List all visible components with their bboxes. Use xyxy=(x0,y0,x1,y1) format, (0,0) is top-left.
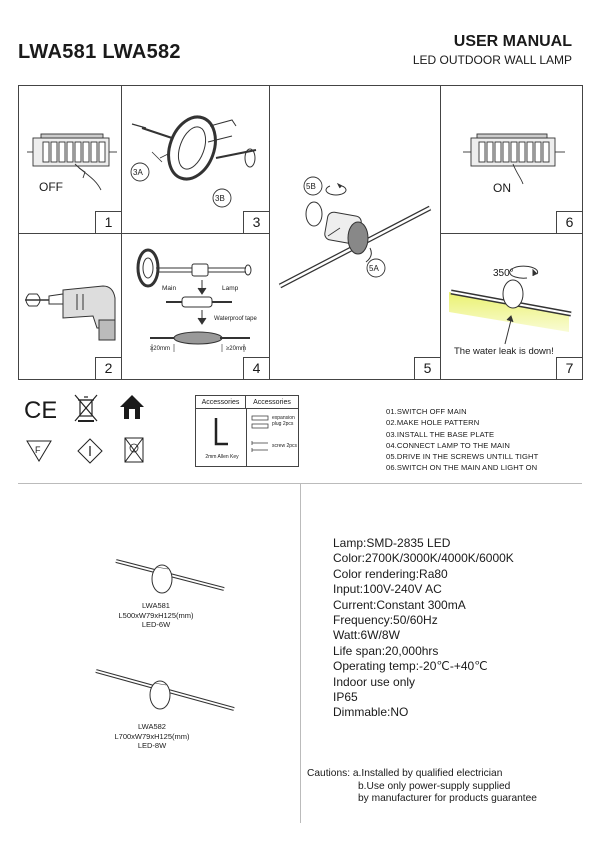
ce-mark-icon: CE xyxy=(24,397,56,422)
svg-text:CE: CE xyxy=(24,397,56,422)
not-in-waste-icon xyxy=(124,437,144,463)
manual-subtitle: LED OUTDOOR WALL LAMP xyxy=(412,53,572,67)
step-5-panel: 5B 5A 5 xyxy=(269,85,441,380)
lamp-label: Lamp xyxy=(222,285,239,292)
lwa581-drawing xyxy=(115,559,225,594)
manual-title: USER MANUAL xyxy=(453,33,572,50)
weee-bin-icon xyxy=(74,394,98,422)
indoor-house-icon xyxy=(120,395,144,419)
tape-label: Waterproof tape xyxy=(214,316,257,322)
product-name: LWA582 xyxy=(138,722,166,731)
caution-line: Cautions: a.Installed by qualified elect… xyxy=(307,768,503,779)
left-dim-label: ≥20mm xyxy=(150,346,170,352)
product-dims: L700xW79xH125(mm) xyxy=(114,731,190,741)
instruction-item: 03.INSTALL THE BASE PLATE xyxy=(386,429,495,439)
step-3-panel: 3A 3B 3 xyxy=(121,85,270,234)
wiring-illustration: Main Lamp Waterproof tape ≥20mm ≥20mm xyxy=(136,248,257,352)
allen-key-label: 2mm Allen Key xyxy=(205,454,239,460)
screw-label: screw 2pcs xyxy=(272,443,298,449)
svg-text:F: F xyxy=(35,445,41,455)
callout-5b-label: 5B xyxy=(306,182,316,191)
spec-item: Current:Constant 300mA xyxy=(333,597,466,612)
spec-item: Dimmable:NO xyxy=(333,705,409,720)
water-note: The water leak is down! xyxy=(454,346,554,357)
lwa581-label: LWA581 L500xW79xH125(mm) LED-6W xyxy=(106,601,206,630)
switch-on-illustration: ON xyxy=(463,133,565,195)
lwa582-label: LWA582 L700xW79xH125(mm) LED-8W xyxy=(102,722,202,751)
f-mark-icon: F xyxy=(26,440,52,462)
instruction-item: 02.MAKE HOLE PATTERN xyxy=(386,418,480,428)
spec-item: Input:100V-240V AC xyxy=(333,582,442,597)
on-label: ON xyxy=(493,181,511,195)
step-number: 7 xyxy=(556,357,582,379)
lamp-mount-illustration: 5B 5A xyxy=(278,176,432,289)
switch-off-illustration: OFF xyxy=(27,133,117,194)
callout-3a-label: 3A xyxy=(133,168,143,177)
rotation-illustration: 350° The water leak is down! xyxy=(449,265,572,357)
spec-item: Life span:20,000hrs xyxy=(333,643,439,658)
accessories-box: Accessories Accessories 2mm Allen Key ex… xyxy=(195,395,299,467)
main-label: Main xyxy=(162,285,176,292)
base-plate-illustration: 3A 3B xyxy=(130,115,257,208)
model-title: LWA581 LWA582 xyxy=(18,41,181,63)
drill-illustration xyxy=(25,285,116,341)
spec-item: Lamp:SMD-2835 LED xyxy=(333,536,451,550)
spec-item: Color rendering:Ra80 xyxy=(333,566,448,581)
spec-item: IP65 xyxy=(333,690,358,705)
class-ii-diamond-icon xyxy=(77,438,103,464)
spec-item: Frequency:50/60Hz xyxy=(333,613,438,628)
step-number: 2 xyxy=(95,357,121,379)
caution-line: by manufacturer for products guarantee xyxy=(358,793,537,805)
caution-line: b.Use only power-supply supplied xyxy=(358,780,511,792)
spec-item: Color:2700K/3000K/4000K/6000K xyxy=(333,551,514,566)
instruction-list: 01.SWITCH OFF MAIN 02.MAKE HOLE PATTERN … xyxy=(386,406,538,474)
lwa582-drawing xyxy=(95,669,235,711)
accessories-header-left: Accessories xyxy=(196,396,246,409)
instruction-item: 06.SWITCH ON THE MAIN AND LIGHT ON xyxy=(386,463,538,473)
off-label: OFF xyxy=(39,180,63,194)
spec-item: Indoor use only xyxy=(333,674,416,689)
product-power: LED-6W xyxy=(141,620,171,629)
allen-key-icon xyxy=(214,418,228,446)
spec-item: Operating temp:-20℃-+40℃ xyxy=(333,659,488,674)
step-number: 1 xyxy=(95,211,121,233)
step-number: 5 xyxy=(414,357,440,379)
step-number: 6 xyxy=(556,211,582,233)
product-dims: L500xW79xH125(mm) xyxy=(118,610,194,620)
callout-3b xyxy=(212,188,232,208)
callout-5b xyxy=(303,176,323,196)
callout-5a-label: 5A xyxy=(369,264,379,273)
spec-item: Watt:6W/8W xyxy=(333,628,400,643)
spec-list: Lamp:SMD-2835 LED Color:2700K/3000K/4000… xyxy=(333,536,514,721)
rotation-label: 350° xyxy=(493,268,514,279)
expansion-plug-icon xyxy=(251,415,269,429)
expansion-plug-label: expansion plug 2pcs xyxy=(272,415,295,427)
callout-5a xyxy=(366,258,386,278)
step-6-panel: ON 6 xyxy=(440,85,583,234)
product-name: LWA581 xyxy=(142,601,170,610)
screw-icon xyxy=(251,441,268,452)
step-4-panel: Main Lamp Waterproof tape ≥20mm ≥20mm 4 xyxy=(121,233,270,380)
step-7-panel: 350° The water leak is down! 7 xyxy=(440,233,583,380)
instruction-item: 01.SWITCH OFF MAIN xyxy=(386,407,467,416)
step-1-panel: OFF 1 xyxy=(18,85,122,234)
step-number: 4 xyxy=(243,357,269,379)
callout-3a xyxy=(130,162,150,182)
step-number: 3 xyxy=(243,211,269,233)
column-divider xyxy=(300,483,301,823)
accessories-divider xyxy=(246,409,247,466)
step-2-panel: 2 xyxy=(18,233,122,380)
instruction-item: 04.CONNECT LAMP TO THE MAIN xyxy=(386,440,510,450)
accessories-header-right: Accessories xyxy=(246,396,298,409)
light-glow xyxy=(449,292,569,332)
right-dim-label: ≥20mm xyxy=(226,346,246,352)
callout-3b-label: 3B xyxy=(215,194,225,203)
cautions-block: Cautions: a.Installed by qualified elect… xyxy=(307,768,537,806)
instruction-item: 05.DRIVE IN THE SCREWS UNTILL TIGHT xyxy=(386,452,539,462)
product-power: LED-8W xyxy=(137,741,167,750)
